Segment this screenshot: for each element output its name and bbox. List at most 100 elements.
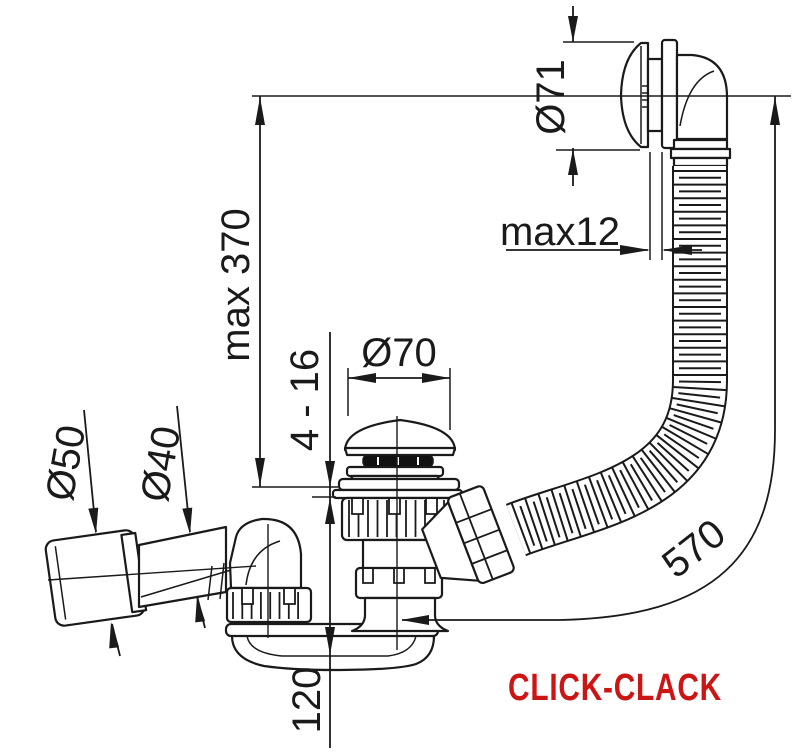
arrowhead [109, 622, 120, 649]
dimension-lines [83, 6, 791, 748]
label-120: 120 [285, 667, 329, 734]
generated-line [619, 469, 640, 509]
centerlines [47, 416, 398, 650]
generated-line [587, 476, 609, 528]
corrugated-hose [505, 166, 728, 557]
overflow-head [619, 38, 732, 168]
generated-line [648, 450, 679, 483]
generated-line [596, 479, 614, 520]
lock-nut-slot-1 [351, 499, 364, 515]
left-nut-slot-2 [283, 589, 296, 605]
label-dia50: Ø50 [38, 422, 94, 504]
generated-line [656, 442, 690, 472]
label-dia40: Ø40 [133, 423, 189, 505]
generated-line [629, 463, 653, 501]
arrowhead [662, 245, 692, 255]
lock-nut-slot-2 [388, 499, 401, 515]
arrowhead [568, 149, 578, 175]
brand-text: CLICK-CLACK [508, 667, 722, 709]
generated-line [648, 441, 689, 482]
arrowhead [325, 461, 335, 487]
socket-line-2 [219, 562, 225, 600]
hose-union-nut [447, 485, 515, 585]
overflow-elbow [675, 53, 729, 141]
plug-washer [345, 465, 445, 478]
arrowhead [620, 245, 650, 255]
trap-nut-slot-1 [362, 569, 374, 584]
generated-line [575, 480, 596, 533]
generated-line [663, 433, 700, 459]
generated-line [669, 407, 722, 424]
trap-nut-slot-2 [393, 569, 405, 584]
hose-corrugation [510, 170, 727, 554]
arrowhead [568, 16, 578, 42]
label-dia71: Ø71 [529, 59, 573, 135]
generated-line [678, 392, 721, 399]
plug-cap-rim [343, 446, 457, 457]
socket-line-1 [207, 565, 213, 601]
generated-line [631, 455, 663, 502]
generated-line [661, 425, 709, 456]
generated-line [558, 492, 574, 534]
drain-body-flare [350, 596, 450, 633]
generated-line [655, 434, 700, 470]
generated-line [678, 380, 722, 384]
label-dia70: Ø70 [361, 331, 437, 375]
label-570: 570 [654, 511, 734, 587]
arrowhead [88, 507, 99, 534]
plug-seal-slits [377, 457, 419, 465]
bowl-dish-inner [246, 635, 417, 657]
arrowhead [255, 458, 265, 486]
arrowhead [422, 373, 450, 383]
outlet-pipe-assembly [44, 517, 313, 627]
pipe-centerline [47, 565, 257, 581]
generated-line [571, 488, 587, 530]
hose-nut-ribs [455, 493, 508, 580]
left-nut-ribs [232, 592, 300, 619]
hose-collar-ring-1 [672, 138, 729, 151]
arrowhead [325, 627, 335, 655]
tube-taper-line-1 [140, 569, 232, 598]
bowl-dish-outer [230, 635, 436, 672]
overflow-flange-disc [660, 38, 679, 150]
generated-line [519, 505, 536, 546]
generated-line [665, 416, 717, 440]
label-max12: max12 [500, 210, 620, 254]
generated-line [676, 403, 718, 415]
left-nut-slot-1 [241, 589, 254, 605]
label-4-16: 4 - 16 [283, 349, 327, 451]
dim-570-path [402, 96, 776, 621]
generated-line [673, 414, 714, 430]
generated-line [671, 396, 726, 408]
arrowhead [401, 615, 429, 625]
outlet-elbow [228, 517, 303, 590]
generated-line [599, 471, 623, 523]
generated-line [524, 497, 544, 550]
generated-line [510, 502, 532, 554]
sleeve-end-line [54, 546, 67, 620]
arrowhead [195, 596, 206, 623]
hose-connection [421, 485, 515, 585]
generated-line [639, 457, 666, 493]
hose-collar-ring-3 [672, 156, 729, 168]
generated-line [672, 386, 727, 392]
arrowhead [182, 507, 193, 534]
elbow-inner-curve [245, 540, 281, 586]
generated-line [532, 501, 548, 542]
drain-body-tube [361, 538, 439, 572]
trap-nut-slot-3 [424, 569, 436, 584]
generated-line [550, 489, 569, 542]
arrowhead [348, 373, 376, 383]
plug-cap-dome [343, 418, 457, 452]
generated-line [583, 484, 600, 525]
arrowhead [770, 97, 780, 125]
overflow-elbow-inner-curve [679, 70, 715, 127]
generated-line [611, 466, 636, 517]
lock-nut-slot-3 [425, 499, 438, 515]
generated-line [563, 485, 582, 538]
generated-line [640, 448, 676, 493]
outlet-tube-d40 [137, 525, 228, 609]
bath-flange-plate [337, 477, 461, 492]
